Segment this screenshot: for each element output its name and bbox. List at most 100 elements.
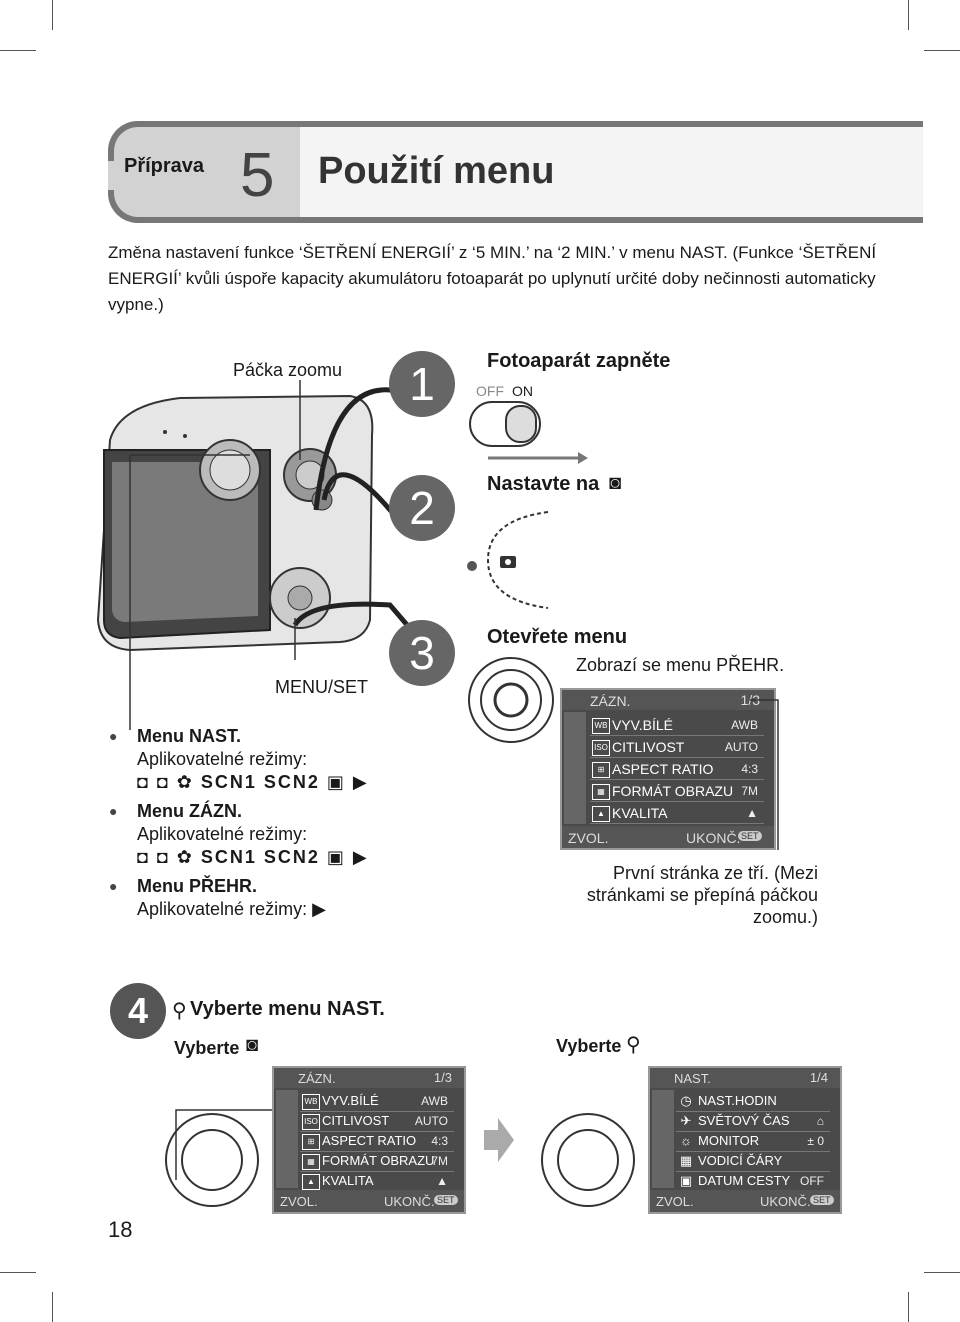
menu-row-label: KVALITA xyxy=(322,1173,374,1188)
crop-mark xyxy=(0,1272,36,1273)
bullet-text: Aplikovatelné režimy: xyxy=(137,749,308,769)
menu-row-value: ▲ xyxy=(746,806,758,820)
bullet-title: Menu PŘEHR. xyxy=(137,876,258,896)
menu-tab-label: ZÁZN. xyxy=(590,693,631,709)
menu-row-label: FORMÁT OBRAZU xyxy=(612,783,734,799)
menuset-label: MENU/SET xyxy=(275,677,369,697)
dpad-left-icon xyxy=(165,1109,272,1207)
camera-mode-icon: ◙ xyxy=(609,472,622,494)
aspect-icon: ⊞ xyxy=(302,1134,320,1150)
switch-on-label: ON xyxy=(512,383,533,399)
select-camera-label: Vyberte xyxy=(174,1038,240,1058)
section-label: Příprava xyxy=(124,155,205,177)
aspect-icon: ⊞ xyxy=(592,762,610,778)
footer-exit-label: UKONČ. xyxy=(760,1194,811,1209)
menu-row-value: AWB xyxy=(421,1094,448,1108)
iso-icon: ISO xyxy=(592,740,610,756)
switch-off-label: OFF xyxy=(476,383,504,399)
menu-row[interactable]: ◷ NAST.HODIN xyxy=(676,1092,830,1112)
menu-page-indicator: 1/4 xyxy=(809,1070,828,1085)
menu-row-label: VODICÍ ČÁRY xyxy=(698,1153,783,1168)
step-4-badge: 4 xyxy=(110,983,166,1039)
bullet-title: Menu ZÁZN. xyxy=(137,801,242,821)
playback-icon: ▶ xyxy=(312,899,328,919)
crop-mark xyxy=(908,0,909,30)
menu-row[interactable]: ▣ DATUM CESTY OFF xyxy=(676,1172,830,1192)
menu-row[interactable]: ▦VODICÍ ČÁRY xyxy=(676,1152,830,1172)
menu-row-label: CITLIVOST xyxy=(612,739,685,755)
menu-row-label: KVALITA xyxy=(612,805,668,821)
menu-row-label: VYV.BÍLÉ xyxy=(612,717,673,733)
menu-row-label: CITLIVOST xyxy=(322,1113,390,1128)
bullet-text: Aplikovatelné režimy: xyxy=(137,824,308,844)
bullet-item: Menu ZÁZN. xyxy=(109,800,387,823)
menu-row-value: ± 0 xyxy=(807,1134,824,1148)
step-3-title: Otevřete menu xyxy=(487,626,628,648)
crop-mark xyxy=(924,50,960,51)
bullet-list: Menu NAST. Aplikovatelné režimy: ◘ ◘ ✿ S… xyxy=(109,725,387,921)
menu-row-value: OFF xyxy=(800,1174,824,1188)
set-button-icon: SET xyxy=(738,831,762,841)
iso-icon: ISO xyxy=(302,1114,320,1130)
menu-row-label: VYV.BÍLÉ xyxy=(322,1093,379,1108)
menu-row-value: ⌂ xyxy=(816,1114,824,1128)
footer-select-label: ZVOL. xyxy=(280,1194,318,1209)
set-button-icon: SET xyxy=(810,1195,834,1205)
menu-row-label: SVĚTOVÝ ČAS xyxy=(698,1113,790,1128)
menu-row[interactable]: ▲KVALITA▲ xyxy=(300,1172,454,1192)
chapter-number: 5 xyxy=(240,141,275,210)
menu-row[interactable]: ✈SVĚTOVÝ ČAS⌂ xyxy=(676,1112,830,1132)
menu-row-label: DATUM CESTY xyxy=(698,1173,791,1188)
header-rule xyxy=(140,121,923,127)
menu-row-label: ASPECT RATIO xyxy=(612,761,714,777)
step-1-title: Fotoaparát zapněte xyxy=(487,350,671,372)
menu-row-label: MONITOR xyxy=(698,1133,760,1148)
camera-tab-icon: ◙ xyxy=(246,1034,259,1056)
menu-tab-label: NAST. xyxy=(674,1071,711,1086)
header-band xyxy=(300,121,923,223)
quality-icon: ▲ xyxy=(592,806,610,822)
clock-icon: ◷ xyxy=(680,1093,692,1108)
page-title: Použití menu xyxy=(318,150,555,192)
step-2-title: Nastavte na xyxy=(487,473,600,495)
menu-side-tabs xyxy=(276,1090,298,1188)
setup-tab-icon: ⚲ xyxy=(626,1034,641,1056)
step-1-badge: 1 xyxy=(389,351,455,417)
menu-row[interactable]: ☼MONITOR± 0 xyxy=(676,1132,830,1152)
mode-dial-icon xyxy=(467,511,549,609)
menu-row-value: AUTO xyxy=(414,1114,448,1128)
step-3-note: Zobrazí se menu PŘEHR. xyxy=(576,655,785,675)
page-indicator-leader xyxy=(750,699,779,850)
menu-row[interactable]: ▲KVALITA▲ xyxy=(590,804,764,824)
menu-row-value: ▲ xyxy=(436,1174,448,1188)
menu-row-label: FORMÁT OBRAZU xyxy=(322,1153,435,1168)
menu-row-value: AWB xyxy=(731,718,758,732)
step-4-title: Vyberte menu NAST. xyxy=(190,998,385,1020)
mode-icons: ◘ ◘ ✿ SCN1 SCN2 ▣ ▶ xyxy=(137,772,369,792)
mode-icons: ◘ ◘ ✿ SCN1 SCN2 ▣ ▶ xyxy=(137,847,369,867)
menu-page-indicator: 1/3 xyxy=(433,1070,452,1085)
menu-row-label: NAST.HODIN xyxy=(698,1093,777,1108)
menu-row-value: 7M xyxy=(431,1154,448,1168)
menu-tab-label: ZÁZN. xyxy=(298,1071,336,1086)
crop-mark xyxy=(908,1292,909,1322)
menu-row-value: AUTO xyxy=(724,740,758,754)
bullet-item: Menu NAST. xyxy=(109,725,387,748)
leader-lines xyxy=(129,380,422,730)
dpad-icon xyxy=(468,657,554,743)
menu-row-value: 7M xyxy=(741,784,758,798)
travel-date-icon: ▣ xyxy=(679,1173,693,1188)
camera-illustration xyxy=(96,394,374,652)
wrench-icon: ⚲ xyxy=(172,1000,187,1022)
power-switch-icon xyxy=(469,401,588,464)
